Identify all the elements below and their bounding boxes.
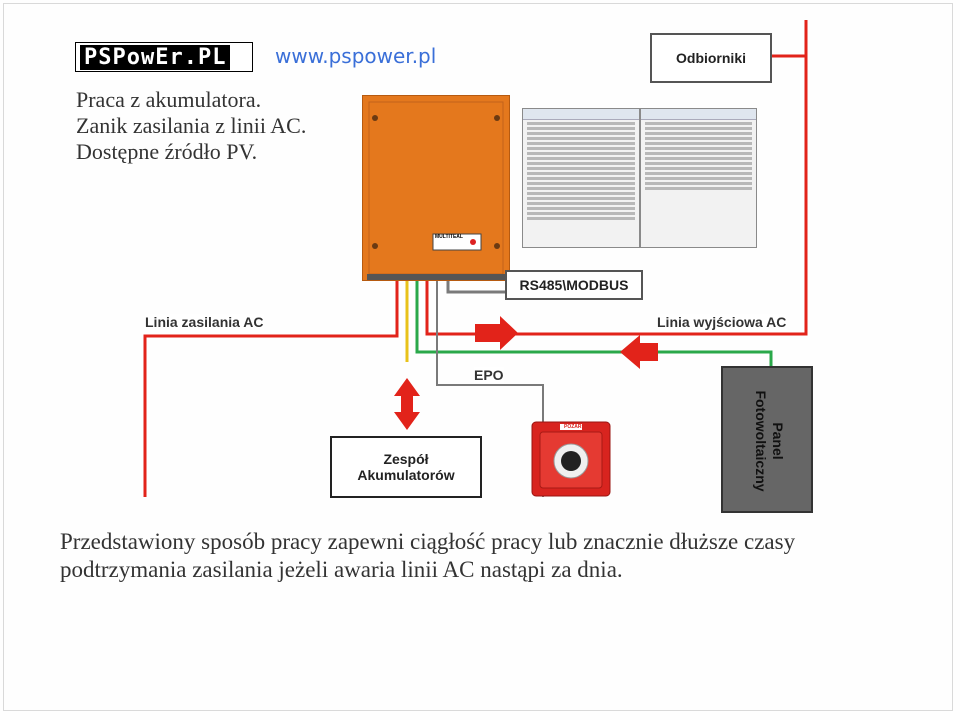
software-screen-left <box>522 108 640 248</box>
fire-alarm-icon <box>531 421 611 497</box>
input-line-label: Linia zasilania AC <box>145 314 264 330</box>
website-url[interactable]: www.pspower.pl <box>275 44 437 68</box>
bottom-description: Przedstawiony sposób pracy zapewni ciągł… <box>60 528 920 584</box>
bottom-line-2: podtrzymania zasilania jeżeli awaria lin… <box>60 557 623 582</box>
intro-line-3: Dostępne źródło PV. <box>76 139 258 164</box>
epo-alarm-button: POŻAR <box>530 418 612 498</box>
akumulatory-label-2: Akumulatorów <box>357 467 455 483</box>
logo-text: PSPowEr.PL <box>80 44 231 70</box>
rs485-box: RS485\MODBUS <box>505 270 643 300</box>
alarm-label: POŻAR <box>564 424 582 430</box>
intro-line-1: Praca z akumulatora. <box>76 87 262 112</box>
pv-panel-label-1: Panel <box>770 422 786 460</box>
output-line-label: Linia wyjściowa AC <box>657 314 787 330</box>
device-label: MULTITEAL <box>435 234 463 240</box>
rs485-label: RS485\MODBUS <box>519 277 629 293</box>
odbiorniki-box: Odbiorniki <box>650 33 772 83</box>
pv-panel-label-2: Fotowoltaiczny <box>753 390 769 492</box>
akumulatory-label-1: Zespół <box>383 451 429 467</box>
software-screen-right <box>640 108 757 248</box>
arrow-battery-bidirectional <box>394 378 420 430</box>
pspower-logo: PSPowEr.PL <box>75 42 253 72</box>
akumulatory-box: Zespół Akumulatorów <box>330 436 482 498</box>
pv-panel-label: Panel Fotowoltaiczny <box>752 390 786 491</box>
bottom-line-1: Przedstawiony sposób pracy zapewni ciągł… <box>60 529 796 554</box>
arrow-pv-left <box>620 335 658 369</box>
wire-green-pv <box>415 281 773 366</box>
intro-line-2: Zanik zasilania z linii AC. <box>76 113 307 138</box>
wire-gray-inverter-rs485 <box>446 281 505 294</box>
arrow-output-right <box>475 316 518 350</box>
wire-red-output <box>425 20 808 336</box>
odbiorniki-label: Odbiorniki <box>676 50 746 66</box>
epo-label: EPO <box>474 367 504 383</box>
wire-red-input <box>143 281 399 497</box>
pv-panel-box: Panel Fotowoltaiczny <box>721 366 813 513</box>
inverter-body-icon <box>367 101 505 280</box>
inverter-device: MULTITEAL <box>362 95 510 281</box>
